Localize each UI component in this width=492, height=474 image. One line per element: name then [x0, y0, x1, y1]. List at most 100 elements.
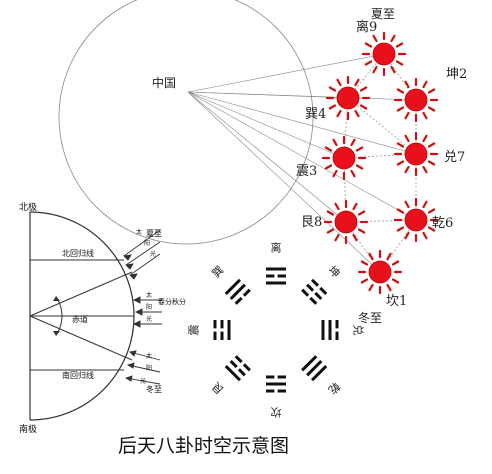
sun-gen: [323, 199, 369, 245]
sun-ray: [395, 42, 404, 48]
yin-line: [242, 288, 251, 297]
yin-line: [266, 389, 275, 393]
projection-line-zhen: [187, 91, 345, 159]
trigram-3: [301, 355, 328, 382]
yin-line: [234, 355, 243, 364]
trigram-4: [266, 375, 286, 393]
sun-disk: [336, 86, 360, 110]
sun-kan: [357, 249, 403, 295]
sun-disk: [404, 208, 428, 232]
sun-ray: [391, 260, 400, 266]
yin-line: [335, 331, 339, 340]
sun-ray: [360, 260, 369, 266]
projection-line-xun: [187, 91, 349, 99]
yin-line: [220, 320, 224, 329]
sun-ray: [334, 233, 340, 242]
equator-label: 赤道: [72, 314, 88, 324]
sun-ray: [404, 200, 410, 209]
yin-line: [277, 375, 286, 379]
palace-label-dui: 兑7: [444, 150, 465, 165]
yang-line: [229, 283, 246, 300]
sun-dui: [393, 131, 439, 177]
palace-label-qian: 乾6: [432, 216, 453, 231]
yin-line: [319, 286, 328, 295]
projection-line-gen: [187, 91, 347, 223]
sun-ray: [357, 210, 366, 216]
palace-label-kun: 坤2: [446, 67, 467, 82]
palace-label-gen: 艮8: [301, 215, 322, 230]
sun-ray: [359, 86, 368, 92]
winter-ray-label-3: 光: [140, 377, 146, 385]
yang-line: [224, 365, 241, 382]
sun-ray: [360, 278, 369, 284]
trigram-name-1: 坤: [325, 263, 343, 281]
sun-ray: [332, 138, 338, 147]
sun-ray: [326, 228, 335, 234]
sun-ray: [422, 134, 428, 143]
yin-line: [213, 320, 217, 329]
sun-ray: [391, 278, 400, 284]
sun-ray: [359, 104, 368, 110]
equinox-ray-label-3: 光: [146, 315, 152, 323]
sun-ray: [326, 210, 335, 216]
sun-ray: [386, 283, 392, 292]
palace-extra-li: 夏至: [371, 7, 395, 21]
sun-ray: [324, 164, 333, 170]
summer-solstice-label: 夏至: [146, 229, 162, 238]
angle-line-down: [29, 315, 133, 361]
sun-ray: [355, 146, 364, 152]
sun-ray: [404, 134, 410, 143]
summer-ray-label-2: 阳: [144, 239, 150, 247]
projection-line-qian: [187, 91, 417, 221]
sun-ray: [422, 231, 428, 240]
yang-line: [224, 278, 241, 295]
sun-ray: [334, 202, 340, 211]
yang-line: [311, 365, 328, 382]
yin-line: [309, 296, 318, 305]
diagram-title: 后天八卦时空示意图: [118, 435, 289, 457]
tropic-cancer-label: 北回归线: [62, 248, 94, 258]
summer-rays: [123, 229, 161, 280]
yin-line: [213, 331, 217, 340]
sun-ray: [396, 88, 405, 94]
sun-ray: [390, 34, 396, 43]
yin-line: [311, 278, 320, 287]
yin-line: [314, 291, 323, 300]
china-label: 中国: [152, 75, 176, 90]
north-pole-label: 北极: [19, 201, 37, 213]
equinox-rays: [132, 296, 162, 328]
suns-group: [321, 31, 439, 295]
sun-ray: [396, 208, 405, 214]
sun-ray: [368, 283, 374, 292]
palace-extra-kan: 冬至: [358, 310, 382, 325]
yin-line: [266, 375, 275, 379]
projection-lines: [187, 53, 417, 273]
sun-ray: [396, 160, 405, 166]
sun-ray: [396, 142, 405, 148]
sun-zhen: [321, 135, 367, 181]
palace-label-xun: 巽4: [305, 107, 326, 122]
angle-arc-arrow-top: [53, 296, 60, 301]
yin-line: [237, 368, 246, 377]
trigram-0: [266, 267, 286, 285]
sun-ray: [404, 80, 410, 89]
sun-ray: [427, 88, 436, 94]
yin-line: [234, 296, 243, 305]
sun-ray: [427, 160, 436, 166]
sun-ray: [422, 80, 428, 89]
trigram-name-3: 乾: [325, 379, 342, 396]
sun-ray: [364, 60, 373, 66]
yang-line: [306, 360, 323, 377]
winter-solstice-label: 冬至: [146, 384, 162, 394]
yang-line: [266, 281, 286, 285]
yang-line: [266, 382, 286, 386]
sun-ray: [354, 109, 360, 118]
palace-label-li: 离9: [356, 19, 377, 35]
equinox-ray-label-1: 太: [146, 291, 152, 299]
sun-ray: [396, 226, 405, 232]
yin-line: [220, 331, 224, 340]
yang-line: [266, 267, 286, 271]
sun-xun: [325, 75, 371, 121]
